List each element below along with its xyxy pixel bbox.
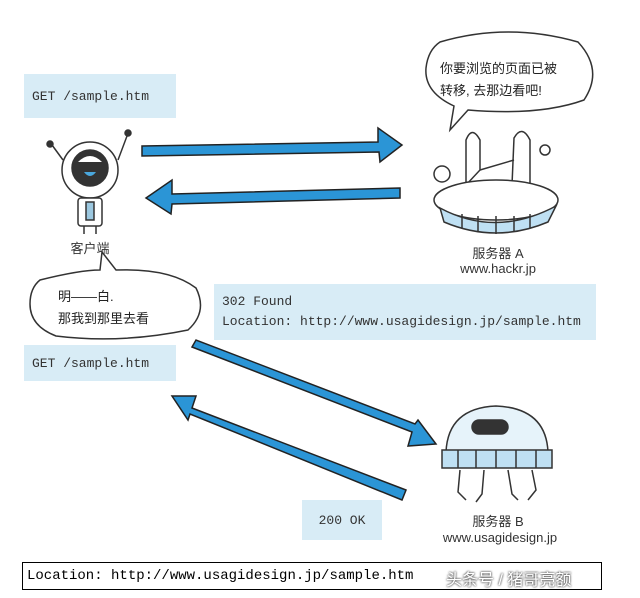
server-a-label: 服务器 A [472, 246, 524, 261]
server-a-bubble-line-2: 转移, 去那边看吧! [440, 83, 542, 98]
client-speech-bubble [29, 250, 202, 340]
watermark: 头条号 / 猪哥亮额 [446, 572, 572, 589]
server-b-label: 服务器 B [472, 514, 524, 529]
client-robot-icon [46, 129, 132, 234]
server-a-bubble-line-1: 你要浏览的页面已被 [440, 61, 558, 76]
request-2-box: GET /sample.htm [24, 345, 176, 381]
server-a-ufo-icon [433, 130, 559, 234]
response-302-location: Location: http://www.usagidesign.jp/samp… [222, 314, 581, 329]
response-200-text: 200 OK [318, 512, 366, 528]
request-1-text: GET /sample.htm [32, 88, 150, 104]
arrow-redirect-response [144, 178, 401, 216]
server-b-host: www.usagidesign.jp [442, 530, 558, 545]
server-a-host: www.hackr.jp [460, 261, 536, 276]
arrow-request-2 [190, 339, 438, 447]
client-bubble-line-2: 那我到那里去看 [58, 311, 150, 326]
client-bubble-line-1: 明——白. [58, 289, 114, 304]
client-label: 客户端 [70, 241, 110, 256]
arrow-ok-response [170, 395, 407, 501]
location-footer-text: Location: http://www.usagidesign.jp/samp… [27, 568, 414, 584]
server-a-speech-bubble [425, 31, 594, 133]
location-footer: Location: http://www.usagidesign.jp/samp… [22, 562, 602, 590]
server-a-bubble-text: 你要浏览的页面已被 转移, 去那边看吧! [440, 58, 590, 102]
server-b-jellyfish-icon [441, 405, 553, 503]
arrow-request-1 [141, 126, 404, 164]
request-2-text: GET /sample.htm [32, 355, 150, 371]
response-200-box: 200 OK [302, 500, 382, 540]
response-302-box: 302 Found Location: http://www.usagidesi… [214, 284, 596, 340]
request-1-box: GET /sample.htm [24, 74, 176, 118]
response-302-status: 302 Found [222, 294, 293, 309]
client-bubble-text: 明——白. 那我到那里去看 [58, 286, 198, 330]
